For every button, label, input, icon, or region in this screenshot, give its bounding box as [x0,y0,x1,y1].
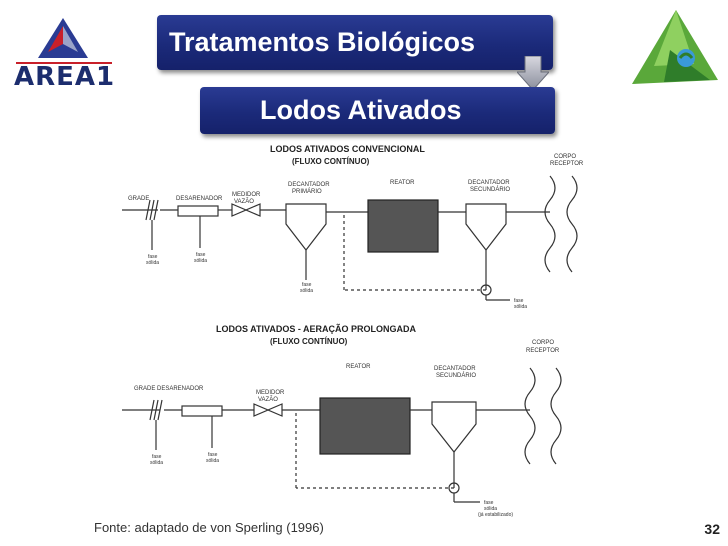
label-decantador-secundario: DECANTADOR [468,180,510,186]
label-fase: fase [208,452,218,458]
label-solida: sólida [300,288,313,294]
slide-subtitle: Lodos Ativados [200,87,555,134]
label-medidor: MEDIDOR [232,192,261,198]
label-reator: REATOR [390,180,415,186]
label-solida: sólida [150,460,163,466]
label-secundario: SECUNDÁRIO [436,372,476,379]
label-primario: PRIMÁRIO [292,188,322,195]
arrow-down-icon [515,55,551,92]
diagram2-title: LODOS ATIVADOS - AERAÇÃO PROLONGADA [216,324,417,334]
label-solida: sólida [206,458,219,464]
label-receptor: RECEPTOR [550,161,584,167]
source-caption: Fonte: adaptado de von Sperling (1996) [94,520,324,535]
label-solida: sólida [514,304,527,310]
label-vazao: VAZÃO [258,396,278,403]
label-fase: fase [196,252,206,258]
label-solida: sólida [484,506,497,512]
label-grade: GRADE [128,196,149,202]
diagram1-title: LODOS ATIVADOS CONVENCIONAL [270,144,425,154]
label-corpo: CORPO [554,154,576,160]
page-number: 32 [704,521,720,537]
label-vazao: VAZÃO [234,198,254,205]
label-fase: fase [514,298,524,304]
leaf-logo-icon [632,10,718,84]
area1-logo-mark [16,18,112,64]
label-fase: fase [302,282,312,288]
area1-logo-text: AREA1 [14,62,116,92]
label-decantador-primario: DECANTADOR [288,182,330,188]
label-fase: fase [148,254,158,260]
diagram-convencional: LODOS ATIVADOS CONVENCIONAL (FLUXO CONTÍ… [122,144,584,310]
label-fase: fase [484,500,494,506]
label-solida: sólida [146,260,159,266]
label-grade-desarenador: GRADE DESARENADOR [134,386,204,392]
leaf-logo [624,6,724,94]
area1-logo: AREA1 [8,14,118,96]
label-corpo: CORPO [532,340,554,346]
label-desarenador: DESARENADOR [176,196,223,202]
label-reator: REATOR [346,364,371,370]
label-receptor: RECEPTOR [526,348,560,354]
label-solida: sólida [194,258,207,264]
diagram1-subtitle: (FLUXO CONTÍNUO) [292,157,370,166]
label-decantador-secundario: DECANTADOR [434,366,476,372]
label-fase: fase [152,454,162,460]
label-secundario: SECUNDÁRIO [470,186,510,193]
diagram2-subtitle: (FLUXO CONTÍNUO) [270,337,348,346]
label-medidor: MEDIDOR [256,390,285,396]
slide-title: Tratamentos Biológicos [157,15,553,70]
diagram-aeracao-prolongada: LODOS ATIVADOS - AERAÇÃO PROLONGADA (FLU… [122,324,562,518]
label-estabilizado: (já estabilizado) [478,512,513,518]
